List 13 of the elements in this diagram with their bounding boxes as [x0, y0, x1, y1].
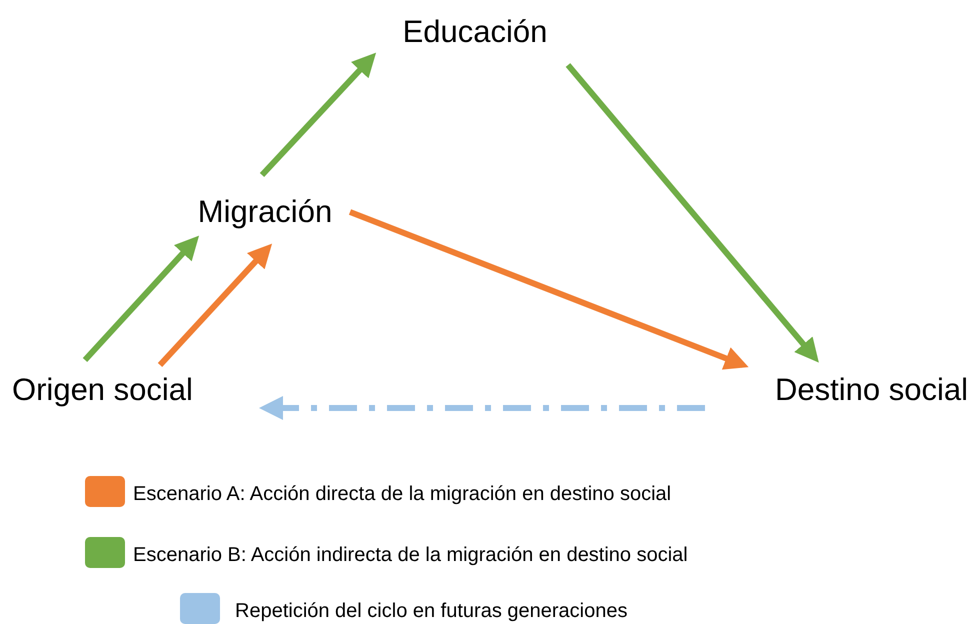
arrow — [566, 63, 819, 363]
arrow — [158, 244, 272, 368]
legend-label: Escenario B: Acción indirecta de la migración en destino social — [133, 543, 688, 568]
node-label: Educación — [402, 13, 548, 52]
node-label: Migración — [198, 193, 332, 232]
legend-label: Repetición del ciclo en futuras generaciones — [235, 599, 628, 624]
legend-label: Escenario A: Acción directa de la migración en destino social — [133, 482, 672, 507]
arrow — [259, 396, 705, 420]
node-label: Origen social — [12, 370, 193, 409]
arrow — [348, 209, 749, 370]
arrow — [82, 236, 200, 362]
node-label: Destino social — [775, 370, 968, 409]
arrow — [260, 52, 376, 178]
